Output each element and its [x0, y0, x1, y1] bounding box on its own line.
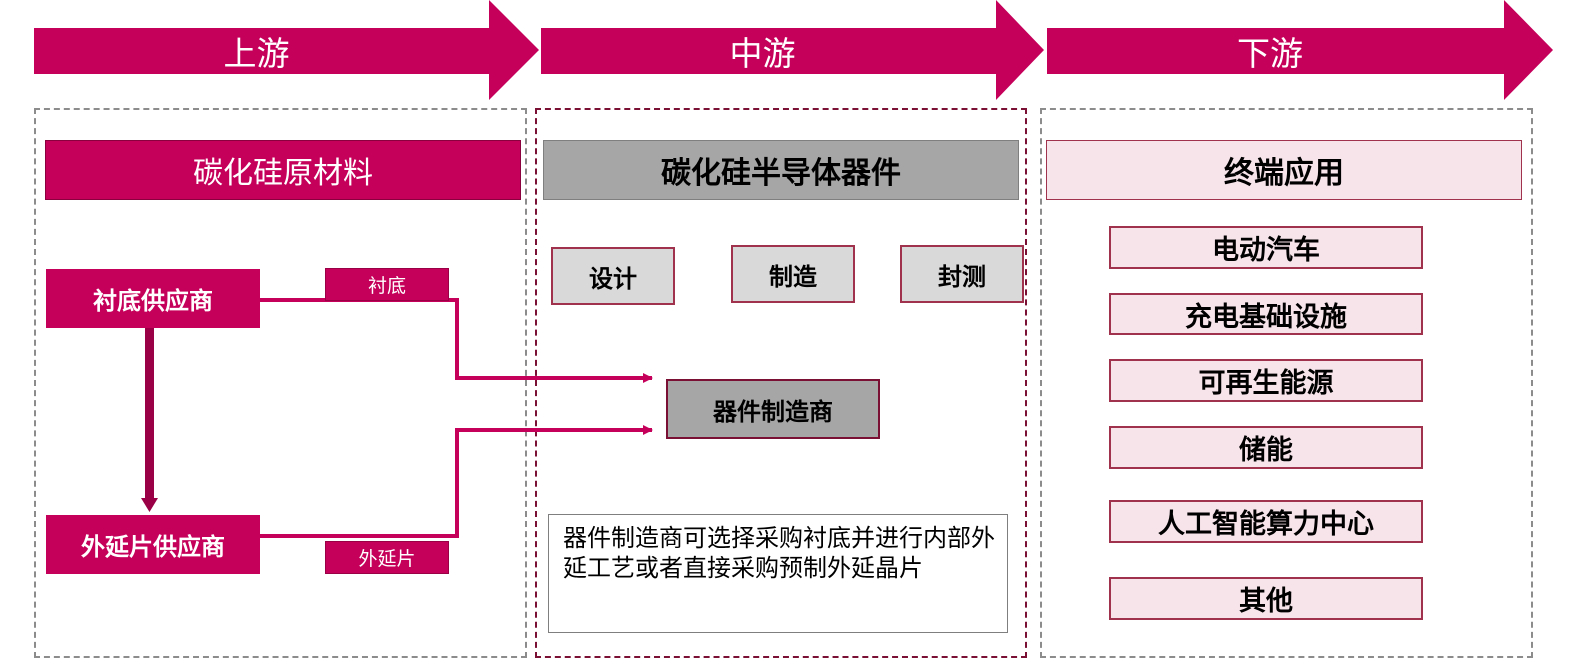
app-other: 其他	[1109, 577, 1423, 620]
midstream-header: 碳化硅半导体器件	[543, 140, 1019, 200]
step-design: 设计	[551, 247, 675, 305]
downstream-panel	[1040, 108, 1533, 658]
device-manufacturer-box: 器件制造商	[666, 379, 880, 439]
substrate-supplier-box: 衬底供应商	[46, 269, 260, 328]
epi-supplier-box: 外延片供应商	[46, 515, 260, 574]
stage-arrow-upstream: 上游	[34, 0, 539, 100]
downstream-header: 终端应用	[1046, 140, 1522, 200]
stage-label-midstream: 中游	[729, 34, 796, 73]
stage-label-upstream: 上游	[223, 34, 290, 73]
step-manufacture: 制造	[731, 245, 855, 303]
upstream-panel	[34, 108, 527, 658]
app-renewable-energy: 可再生能源	[1109, 359, 1423, 402]
epi-tag: 外延片	[325, 541, 449, 574]
arrow-shape	[541, 0, 1044, 100]
upstream-header: 碳化硅原材料	[45, 140, 521, 200]
stage-arrow-downstream: 下游	[1047, 0, 1553, 100]
app-charging-infrastructure: 充电基础设施	[1109, 293, 1423, 335]
manufacturer-note: 器件制造商可选择采购衬底并进行内部外延工艺或者直接采购预制外延晶片	[548, 514, 1008, 633]
stage-label-downstream: 下游	[1237, 34, 1303, 73]
app-electric-vehicles: 电动汽车	[1109, 226, 1423, 269]
arrow-shape	[34, 0, 539, 100]
step-package-test: 封测	[900, 245, 1024, 303]
midstream-panel	[535, 108, 1027, 658]
stage-arrow-midstream: 中游	[541, 0, 1044, 100]
app-ai-computing-center: 人工智能算力中心	[1109, 500, 1423, 543]
substrate-tag: 衬底	[325, 268, 449, 301]
app-energy-storage: 储能	[1109, 426, 1423, 469]
arrow-shape	[1047, 0, 1553, 100]
